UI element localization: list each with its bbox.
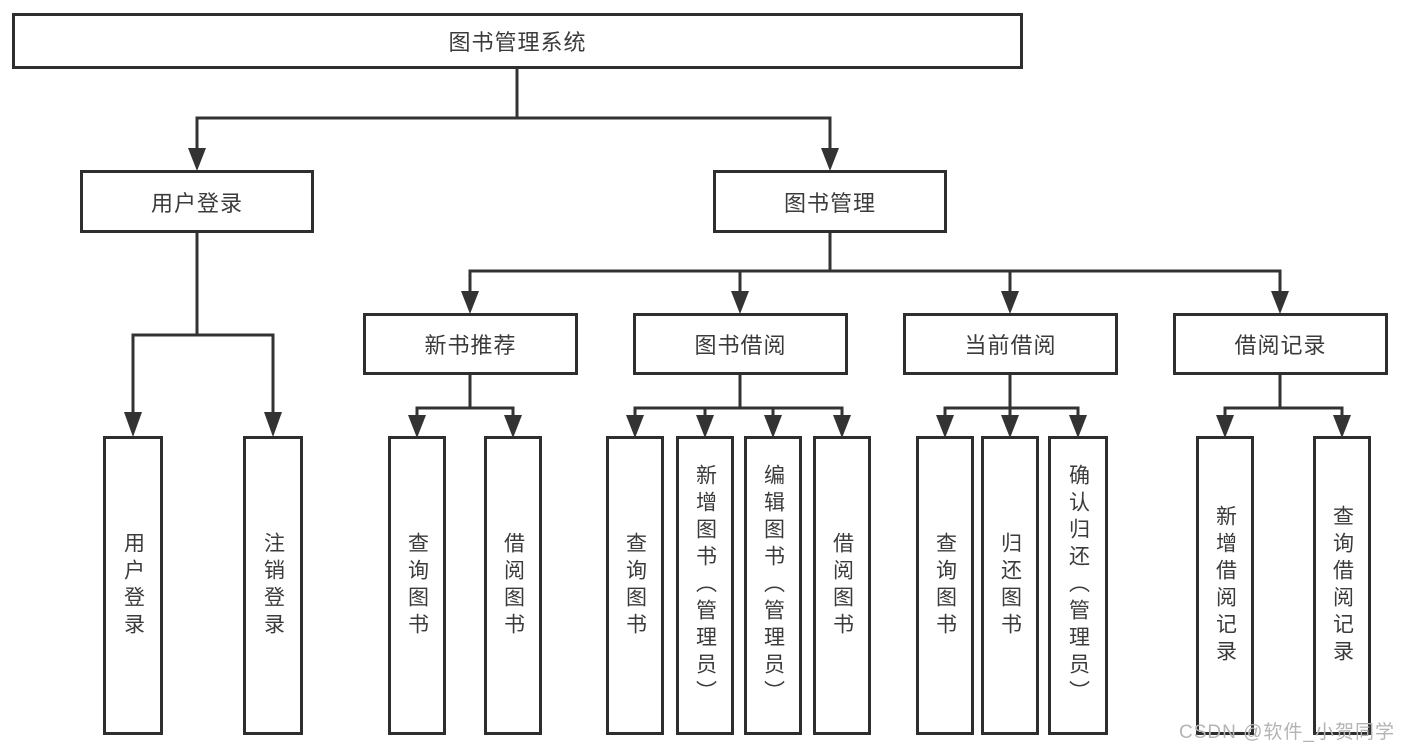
connector-line: [633, 375, 844, 417]
node-label: 借阅记录: [1234, 333, 1327, 358]
leaf-add-books-admin: 新增图书（管理员）: [676, 436, 734, 735]
leaf-edit-books-admin: 编辑图书（管理员）: [744, 436, 802, 735]
connector-line: [943, 375, 1080, 417]
node-current-borrow: 当前借阅: [903, 313, 1118, 375]
node-label: 用户登录: [150, 190, 243, 216]
connector-user-login-arrowheads: [124, 412, 282, 437]
connector-current-borrow-branch: [943, 375, 1080, 417]
node-library-management-system: 图书管理系统: [12, 13, 1023, 69]
connector-new-book-arrowheads: [408, 415, 522, 438]
leaf-confirm-return-admin: 确认归还（管理员）: [1048, 436, 1108, 735]
arrowhead-icon: [1271, 291, 1289, 314]
node-label: 查询图书: [623, 531, 647, 640]
leaf-add-borrow-record: 新增借阅记录: [1196, 436, 1254, 735]
node-user-login: 用户登录: [80, 170, 314, 233]
node-label: 借阅图书: [501, 531, 525, 640]
node-label: 新增借阅记录: [1213, 504, 1237, 667]
node-label: 当前借阅: [964, 333, 1057, 358]
connector-borrow-record-branch: [1223, 375, 1344, 417]
arrowhead-icon: [1001, 291, 1019, 314]
leaf-return-books: 归还图书: [981, 436, 1039, 735]
node-label: 借阅图书: [830, 531, 854, 640]
arrowhead-icon: [696, 415, 714, 438]
node-label: 确认归还（管理员）: [1066, 464, 1090, 707]
connector-current-borrow-arrowheads: [936, 415, 1087, 438]
arrowhead-icon: [1069, 415, 1087, 438]
arrowhead-icon: [408, 415, 426, 438]
arrowhead-icon: [764, 415, 782, 438]
connector-book-borrow-arrowheads: [626, 415, 851, 438]
leaf-logout: 注销登录: [243, 436, 303, 735]
connector-user-login-branch: [131, 233, 275, 414]
arrowhead-icon: [1001, 415, 1019, 438]
connector-line: [415, 375, 515, 417]
node-label: 图书借阅: [694, 333, 787, 358]
arrowhead-icon: [626, 415, 644, 438]
arrowhead-icon: [461, 291, 479, 314]
arrowhead-icon: [1216, 415, 1234, 438]
leaf-query-books-1: 查询图书: [388, 436, 446, 735]
arrowhead-icon: [504, 415, 522, 438]
connector-book-management-branch: [468, 233, 1282, 293]
node-label: 查询图书: [933, 531, 957, 640]
arrowhead-icon: [188, 148, 206, 171]
node-label: 查询借阅记录: [1330, 504, 1354, 667]
arrowhead-icon: [821, 148, 839, 171]
arrowhead-icon: [264, 412, 282, 437]
node-label: 归还图书: [998, 531, 1022, 640]
node-new-book-recommend: 新书推荐: [363, 313, 578, 375]
arrowhead-icon: [124, 412, 142, 437]
leaf-borrow-books-2: 借阅图书: [813, 436, 871, 735]
connector-root-arrowheads: [188, 148, 839, 171]
connector-line: [1223, 375, 1344, 417]
arrowhead-icon: [731, 291, 749, 314]
node-book-management: 图书管理: [713, 170, 947, 233]
arrowhead-icon: [936, 415, 954, 438]
connector-book-borrow-branch: [633, 375, 844, 417]
connector-new-book-branch: [415, 375, 515, 417]
leaf-query-books-2: 查询图书: [606, 436, 664, 735]
node-borrow-record: 借阅记录: [1173, 313, 1388, 375]
connector-root-branch: [195, 69, 832, 150]
leaf-borrow-books-1: 借阅图书: [484, 436, 542, 735]
arrowhead-icon: [1333, 415, 1351, 438]
node-book-borrow: 图书借阅: [633, 313, 848, 375]
node-label: 新书推荐: [424, 333, 517, 358]
node-label: 注销登录: [261, 531, 285, 640]
node-label: 查询图书: [405, 531, 429, 640]
node-label: 新增图书（管理员）: [693, 464, 717, 707]
leaf-user-login: 用户登录: [103, 436, 163, 735]
node-label: 用户登录: [121, 531, 145, 640]
node-label: 图书管理: [783, 190, 876, 216]
connector-line: [195, 69, 832, 150]
watermark-text: CSDN @软件_小贺同学: [1179, 722, 1395, 743]
connector-book-management-arrowheads: [461, 291, 1289, 314]
connector-line: [131, 233, 275, 414]
node-label: 图书管理系统: [448, 30, 587, 55]
leaf-query-books-3: 查询图书: [916, 436, 974, 735]
arrowhead-icon: [833, 415, 851, 438]
connector-borrow-record-arrowheads: [1216, 415, 1351, 438]
leaf-query-borrow-record: 查询借阅记录: [1313, 436, 1371, 735]
connector-line: [468, 233, 1282, 293]
node-label: 编辑图书（管理员）: [761, 464, 785, 707]
